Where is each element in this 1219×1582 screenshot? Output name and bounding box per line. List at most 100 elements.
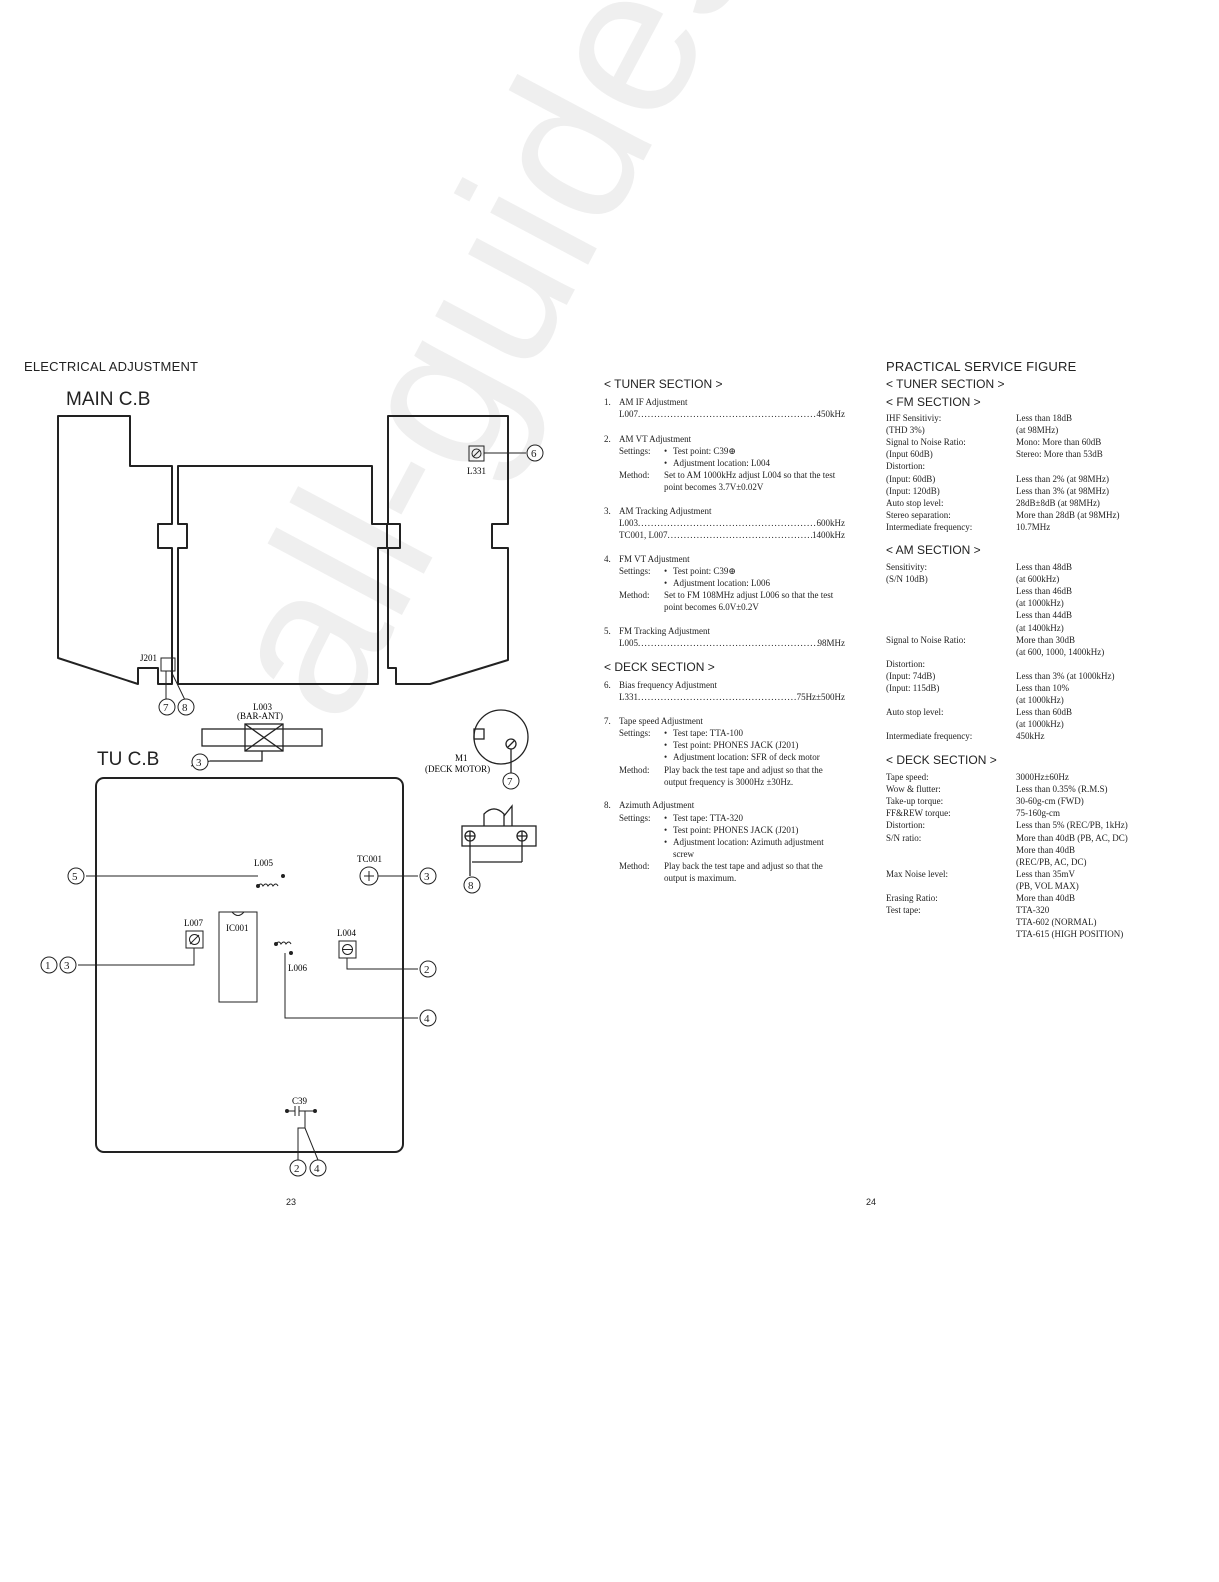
item-title: FM VT Adjustment [619,554,690,564]
spec-label: Test tape: [886,905,921,916]
c39-part [285,1106,319,1161]
spec-value: Less than 2% (at 98MHz) [1016,473,1109,484]
method-text: output is maximum. [664,873,737,883]
spec-label: Stereo separation: [886,509,951,520]
callout-8a: 8 [177,698,195,716]
main-cb-right-board [387,415,509,685]
spec-value: Less than 10% [1016,683,1069,693]
spec-value: TTA-602 (NORMAL) [1016,917,1097,928]
spec-value: 10.7MHz [1016,521,1051,532]
settings-label: Settings: [619,566,651,576]
l006-part [274,941,418,1019]
item-title: AM VT Adjustment [619,434,692,444]
item-title: AM IF Adjustment [619,397,688,407]
spec-label: S/N ratio: [886,832,922,843]
callout-3a: 3 [191,753,209,771]
item-number: 1. [604,397,611,407]
spec-value: (REC/PB, AC, DC) [1016,856,1087,867]
spec-label: Signal to Noise Ratio: [886,634,966,645]
l331-label: L331 [467,466,486,476]
spec-label: Sensitivity: [886,562,928,572]
spec-label: Distortion: [886,461,926,472]
spec-value: (at 1400kHz) [1016,622,1064,633]
l007-part [78,930,204,966]
spec-label: Distortion: [886,820,926,831]
spec-value: Less than 44dB [1016,610,1072,621]
page-title-left: ELECTRICAL ADJUSTMENT [24,359,199,374]
l331-part [468,445,526,462]
bullet-icon: • [664,813,668,823]
item-title: Bias frequency Adjustment [619,680,717,690]
spec-label: Auto stop level: [886,707,944,718]
l004-part [338,940,418,970]
ic001-part [218,911,258,1003]
spec-value: Less than 35mV [1016,868,1075,879]
spec-label: IHF Sensitiviy: [886,413,942,423]
svg-text:3: 3 [424,871,430,883]
spec-label: (Input: 120dB) [886,485,940,496]
svg-text:1: 1 [45,960,51,972]
l005-label: L005 [254,858,273,868]
method-label: Method: [619,590,650,600]
method-text: point becomes 6.0V±0.2V [664,602,759,612]
settings-label: Settings: [619,728,651,738]
settings-label: Settings: [619,813,651,823]
bullet-text: Adjustment location: Azimuth adjustment [673,837,824,847]
method-text: point becomes 3.7V±0.02V [664,482,764,492]
azimuth-head [461,804,537,876]
tuner-section-heading: < TUNER SECTION > [604,377,723,391]
deck-section-heading-right: < DECK SECTION > [886,753,997,767]
bullet-text: Test tape: TTA-100 [673,728,743,738]
bullet-icon: • [664,740,668,750]
spec-label: Tape speed: [886,772,929,782]
bullet-icon: • [664,446,668,456]
bullet-icon: • [664,825,668,835]
spec-value: Mono: More than 60dB [1016,437,1102,448]
spec-value: Stereo: More than 53dB [1016,449,1103,460]
item-number: 7. [604,716,611,726]
deck-motor [473,709,529,773]
item-title: Tape speed Adjustment [619,716,703,726]
svg-text:4: 4 [424,1013,430,1025]
spec-label: (S/N 10dB) [886,574,928,585]
j201-label: J201 [140,653,157,663]
tc001-part [359,866,418,886]
l006-label: L006 [288,963,307,973]
item-number: 4. [604,554,611,564]
tuner-section-heading-right: < TUNER SECTION > [886,377,1005,391]
spec-value: More than 30dB [1016,634,1075,645]
pcb-diagram: L331 J201 L003 (BAR-ANT) M1 (DECK MOTOR) [40,415,544,1177]
spec-value: 75-160g-cm [1016,808,1060,819]
spec-label: (Input: 60dB) [886,473,936,484]
c39-label: C39 [292,1096,308,1106]
bullet-icon: • [664,458,668,468]
l003-label: L003 [253,702,272,712]
fm-section-heading: < FM SECTION > [886,395,981,409]
bullet-text: screw [673,849,694,859]
callout-3b: 3 [419,867,437,885]
svg-text:2: 2 [294,1163,300,1175]
bullet-text: Test point: C39⊕ [673,566,736,576]
spec-value: (at 600kHz) [1016,574,1060,585]
method-label: Method: [619,470,650,480]
bullet-text: Test tape: TTA-320 [673,813,743,823]
dotted-row: L003....................................… [619,518,845,528]
tu-cb-title: TU C.B [97,749,160,770]
svg-text:8: 8 [468,880,474,892]
callout-2a: 2 [419,960,437,978]
method-text: Play back the test tape and adjust so th… [664,861,823,871]
item-number: 6. [604,680,611,690]
spec-value: (at 600, 1000, 1400kHz) [1016,646,1105,657]
bullet-icon: • [664,837,668,847]
l007-label: L007 [184,918,203,928]
callout-5: 5 [67,867,85,885]
method-text: output frequency is 3000Hz ±30Hz. [664,777,794,787]
callout-7b: 7 [502,772,520,790]
bullet-icon: • [664,728,668,738]
method-label: Method: [619,765,650,775]
spec-value: 3000Hz±60Hz [1016,772,1069,782]
spec-label: Intermediate frequency: [886,731,973,742]
spec-value: Less than 3% (at 1000kHz) [1016,670,1115,681]
callout-6: 6 [526,444,544,462]
method-text: Set to FM 108MHz adjust L006 so that the… [664,590,834,600]
